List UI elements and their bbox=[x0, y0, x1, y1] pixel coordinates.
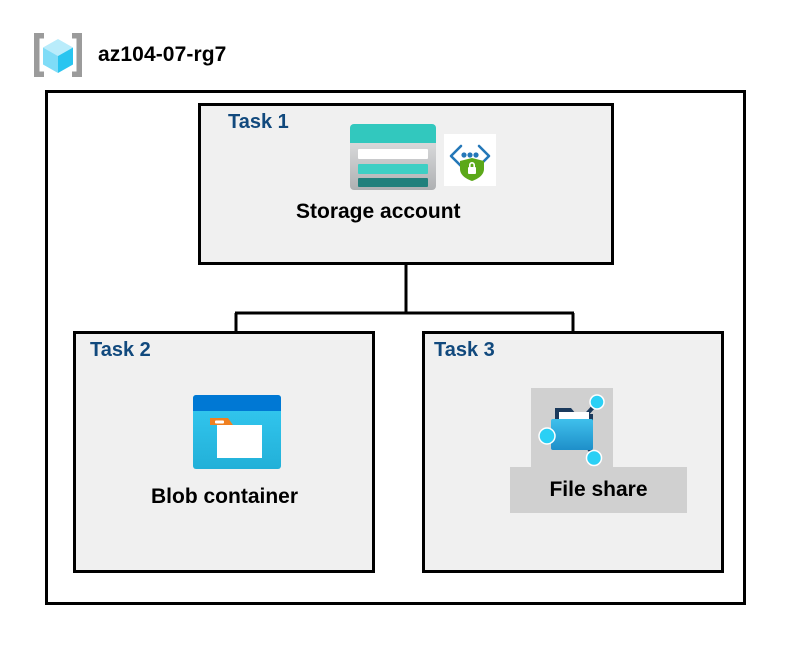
storage-account-caption: Storage account bbox=[296, 200, 461, 223]
task-2-label: Task 2 bbox=[90, 339, 151, 361]
resource-group-header: az104-07-rg7 bbox=[28, 24, 348, 86]
storage-security-shield-icon bbox=[444, 134, 496, 186]
blob-container-caption: Blob container bbox=[151, 485, 299, 508]
blob-container-icon bbox=[193, 395, 281, 469]
task-1-label: Task 1 bbox=[228, 111, 289, 133]
file-share-caption: File share bbox=[510, 467, 687, 513]
resource-group-cube-icon bbox=[34, 33, 82, 77]
file-share-folder-icon bbox=[538, 394, 605, 467]
resource-group-name: az104-07-rg7 bbox=[98, 43, 227, 66]
storage-account-icon bbox=[350, 124, 436, 190]
task-3-label: Task 3 bbox=[434, 339, 495, 361]
